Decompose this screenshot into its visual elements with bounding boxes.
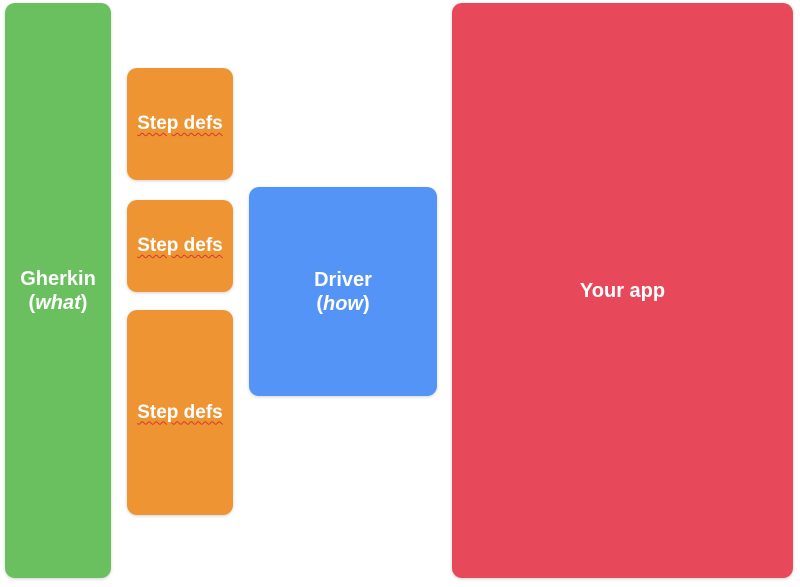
gherkin-what: what [35, 291, 81, 314]
driver-sublabel: (how) [316, 292, 370, 315]
step-defs-block-1: Step defs [127, 68, 233, 180]
step-defs-block-3: Step defs [127, 310, 233, 515]
driver-label: Driver [314, 268, 372, 291]
step-defs-block-2: Step defs [127, 200, 233, 292]
gherkin-sublabel: (what) [28, 291, 88, 314]
your-app-label: Your app [579, 279, 666, 302]
gherkin-block: Gherkin (what) [5, 3, 111, 578]
step-defs-label-2: Step defs [137, 235, 223, 256]
step-defs-label-1: Step defs [137, 113, 223, 134]
gherkin-label: Gherkin [20, 267, 96, 290]
driver-block: Driver (how) [249, 187, 437, 396]
driver-how: how [323, 292, 363, 315]
step-defs-label-3: Step defs [137, 401, 223, 423]
your-app-block: Your app [452, 3, 793, 578]
